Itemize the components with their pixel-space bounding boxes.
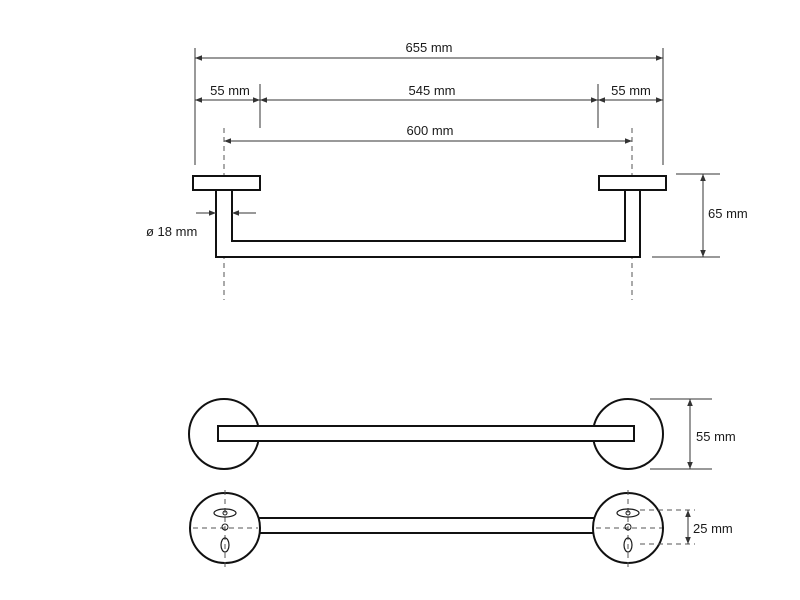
dim-label-overall: 655 mm <box>406 40 453 55</box>
pin-hole-left <box>221 523 229 531</box>
slot-center-left <box>222 510 228 516</box>
screw-hole-right <box>623 537 633 553</box>
dim-label-projection: 65 mm <box>708 206 748 221</box>
front-bar <box>217 425 635 442</box>
wall-plate-left <box>192 175 261 191</box>
front-view: 55 mm <box>188 398 736 470</box>
dim-label-left-margin: 55 mm <box>210 83 250 98</box>
dim-label-bar-span: 545 mm <box>409 83 456 98</box>
screw-hole-left <box>220 537 230 553</box>
wall-plate-right <box>598 175 667 191</box>
back-bar <box>251 517 601 534</box>
slot-hole-left <box>213 508 237 518</box>
slot-center-right <box>625 510 631 516</box>
dim-label-right-margin: 55 mm <box>611 83 651 98</box>
side-view: 655 mm 55 mm 545 mm 55 mm 600 mm ø 18 mm… <box>146 40 748 300</box>
mounting-view: 25 mm <box>189 490 733 568</box>
dim-label-diameter: ø 18 mm <box>146 224 197 239</box>
dim-label-holes: 25 mm <box>693 521 733 536</box>
dim-label-center-distance: 600 mm <box>407 123 454 138</box>
pin-hole-right <box>624 523 632 531</box>
slot-hole-right <box>616 508 640 518</box>
bar-profile <box>215 189 641 258</box>
dim-label-rosette: 55 mm <box>696 429 736 444</box>
